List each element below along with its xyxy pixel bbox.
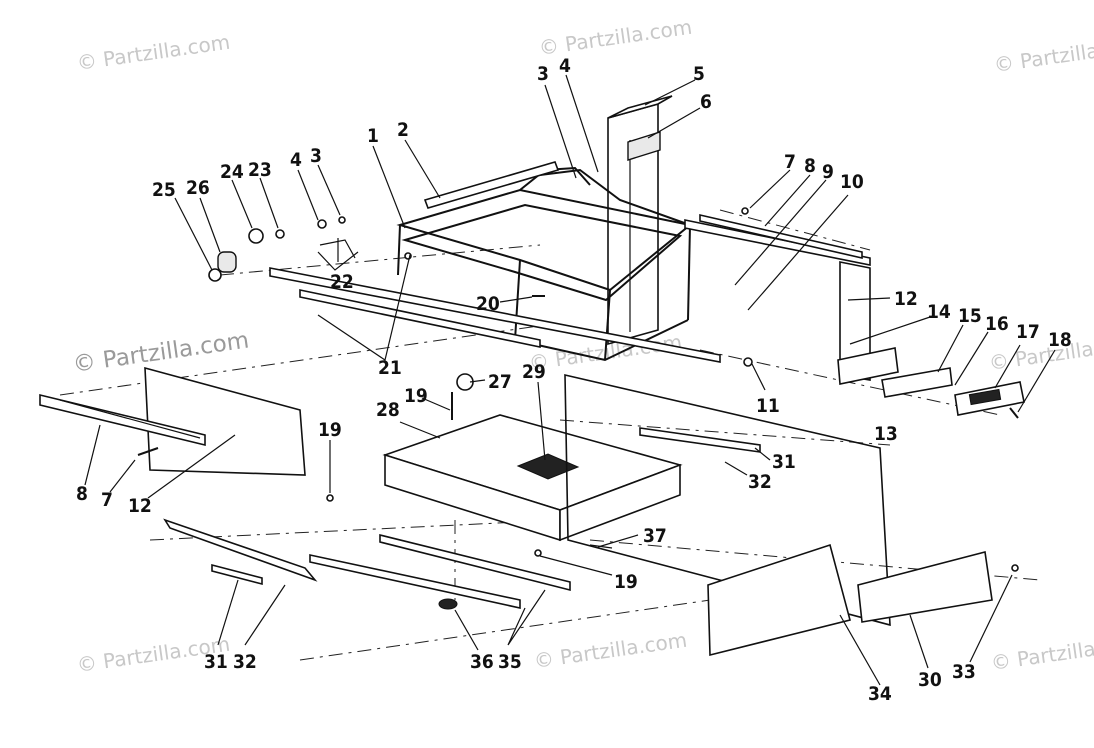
- side-rail-left: [163, 518, 318, 586]
- watermark: © Partzilla.com: [75, 30, 231, 75]
- watermark: © Partzilla.com: [992, 32, 1094, 77]
- callout: 8: [804, 155, 816, 177]
- watermark: © Partzilla.com: [987, 330, 1094, 375]
- callout: 3: [537, 63, 549, 85]
- callout: 27: [488, 371, 512, 393]
- callout: 10: [840, 171, 864, 193]
- watermark: © Partzilla.com: [71, 327, 250, 377]
- runners: [309, 533, 571, 610]
- callout: 18: [1048, 329, 1072, 351]
- callout: 11: [756, 395, 780, 417]
- callout: 25: [152, 179, 176, 201]
- leader-lines: [84, 74, 1056, 686]
- watermark: © Partzilla.com: [989, 630, 1094, 675]
- callout: 8: [76, 483, 88, 505]
- callout: 33: [952, 661, 976, 683]
- callout: 34: [868, 683, 892, 705]
- callout: 12: [128, 495, 152, 517]
- callout: 6: [700, 91, 712, 113]
- callout: 21: [378, 357, 402, 379]
- callout: 3: [310, 145, 322, 167]
- callout: 9: [822, 161, 834, 183]
- callout: 22: [330, 271, 354, 293]
- callout: 15: [958, 305, 982, 327]
- callout: 35: [498, 651, 522, 673]
- callout: 29: [522, 361, 546, 383]
- seat-frame: [396, 166, 693, 362]
- callout: 24: [220, 161, 244, 183]
- callout: 7: [784, 151, 796, 173]
- callout: 1: [367, 125, 379, 147]
- center-pan: [382, 373, 683, 542]
- callout: 14: [927, 301, 951, 323]
- callout: 19: [318, 419, 342, 441]
- callout: 32: [233, 651, 257, 673]
- left-fender: [39, 366, 306, 476]
- callout: 5: [693, 63, 705, 85]
- callout: 20: [476, 293, 500, 315]
- tube-2: [423, 161, 560, 209]
- callout: 37: [643, 525, 667, 547]
- callout: 31: [204, 651, 228, 673]
- callout: 7: [101, 489, 113, 511]
- callout: 4: [559, 55, 571, 77]
- callout: 26: [186, 177, 210, 199]
- left-hardware: [208, 216, 356, 282]
- hitch-plate: [837, 347, 1025, 419]
- callout: 16: [985, 313, 1009, 335]
- callout: 31: [772, 451, 796, 473]
- callout: 17: [1016, 321, 1040, 343]
- callout-layer: 1 2 3 4 3 4 5 6 7 8 9 10 12 14 15 16 17 …: [76, 55, 1072, 705]
- callout: 36: [470, 651, 494, 673]
- callout: 28: [376, 399, 400, 421]
- callout: 4: [290, 149, 302, 171]
- callout: 19: [614, 571, 638, 593]
- rear-rail: [269, 267, 721, 363]
- callout: 19: [404, 385, 428, 407]
- seat-post: [607, 95, 673, 346]
- callout: 23: [248, 159, 272, 181]
- watermark: © Partzilla.com: [537, 15, 693, 60]
- bolts: [326, 207, 753, 557]
- side-rail-right: [639, 427, 761, 453]
- callout: 30: [918, 669, 942, 691]
- right-rail: [684, 213, 871, 381]
- rear-panels: [564, 373, 1019, 657]
- callout: 13: [874, 423, 898, 445]
- callout: 32: [748, 471, 772, 493]
- watermark: © Partzilla.com: [532, 628, 688, 673]
- callout: 2: [397, 119, 409, 141]
- callout: 12: [894, 288, 918, 310]
